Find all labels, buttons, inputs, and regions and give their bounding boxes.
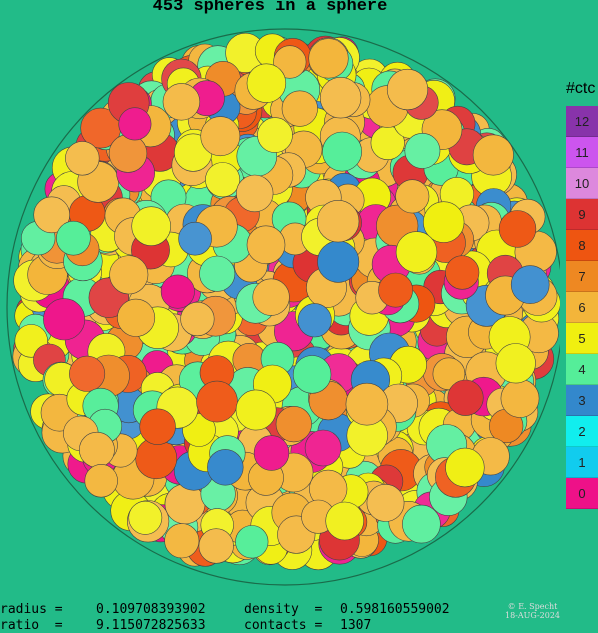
sphere	[84, 464, 118, 498]
sphere	[56, 220, 91, 256]
legend-swatch-7: 7	[566, 261, 598, 292]
sphere	[79, 431, 115, 468]
sphere	[281, 90, 318, 127]
legend-swatch-2: 2	[566, 416, 598, 447]
contacts-label: contacts =	[244, 618, 323, 633]
sphere	[200, 116, 241, 157]
legend-swatch-4: 4	[566, 354, 598, 385]
sphere	[257, 117, 293, 153]
sphere	[500, 378, 540, 418]
credit-author: © E. Specht	[507, 602, 558, 611]
sphere	[273, 45, 307, 79]
ratio-label: ratio =	[0, 618, 63, 633]
sphere	[498, 210, 537, 248]
sphere	[316, 200, 360, 243]
sphere	[246, 225, 286, 265]
sphere	[445, 255, 480, 290]
sphere	[445, 447, 485, 488]
credit-date: 18-AUG-2024	[505, 611, 561, 620]
sphere	[128, 500, 163, 535]
sphere	[236, 174, 274, 213]
legend-swatch-8: 8	[566, 230, 598, 261]
legend-swatch-10: 10	[566, 168, 598, 199]
sphere	[235, 525, 269, 559]
sphere	[162, 83, 201, 121]
container-sphere-outline	[6, 28, 560, 586]
legend-swatch-12: 12	[566, 106, 598, 137]
sphere	[386, 68, 429, 111]
sphere	[252, 278, 290, 316]
sphere	[33, 196, 71, 234]
sphere	[253, 435, 290, 471]
sphere	[131, 206, 171, 246]
packed-spheres	[12, 32, 560, 571]
sphere	[495, 343, 536, 384]
sphere	[325, 501, 365, 541]
sphere	[198, 528, 234, 564]
sphere	[43, 298, 86, 341]
sphere	[317, 240, 360, 283]
sphere	[69, 355, 106, 392]
sphere	[395, 231, 438, 273]
sphere	[117, 298, 156, 337]
radius-value: 0.109708393902	[96, 602, 206, 617]
sphere	[160, 274, 195, 309]
legend-swatch-1: 1	[566, 447, 598, 478]
legend-swatch-6: 6	[566, 292, 598, 323]
sphere	[395, 179, 430, 214]
sphere	[304, 429, 342, 467]
sphere	[180, 301, 215, 337]
sphere	[378, 272, 414, 308]
sphere	[275, 406, 312, 443]
sphere	[322, 131, 363, 172]
sphere	[308, 38, 349, 79]
radius-label: radius =	[0, 602, 63, 617]
legend-swatch-9: 9	[566, 199, 598, 230]
sphere	[404, 132, 441, 169]
legend-swatch-3: 3	[566, 385, 598, 416]
sphere	[292, 355, 332, 394]
legend-heading: #ctc	[566, 80, 596, 97]
sphere	[164, 523, 200, 559]
sphere	[235, 389, 277, 431]
sphere	[402, 504, 441, 544]
sphere	[178, 221, 212, 256]
sphere-packing-diagram	[6, 28, 560, 586]
contacts-value: 1307	[340, 618, 372, 633]
sphere	[65, 141, 100, 176]
sphere	[205, 162, 241, 198]
sphere	[108, 134, 148, 173]
sphere	[510, 265, 550, 304]
sphere	[366, 483, 405, 522]
sphere	[207, 449, 244, 486]
sphere	[472, 134, 514, 176]
sphere	[139, 408, 176, 445]
density-label: density =	[244, 602, 323, 617]
sphere	[319, 76, 362, 119]
sphere	[246, 63, 287, 103]
sphere	[423, 201, 465, 243]
legend-swatch-11: 11	[566, 137, 598, 168]
legend-swatch-5: 5	[566, 323, 598, 354]
sphere	[432, 357, 466, 391]
density-value: 0.598160559002	[340, 602, 450, 617]
sphere	[118, 107, 152, 141]
diagram-title: 453 spheres in a sphere	[152, 0, 388, 16]
sphere	[297, 303, 332, 338]
legend-swatch-0: 0	[566, 478, 598, 509]
credit: © E. Specht 18-AUG-2024	[505, 602, 560, 620]
sphere	[345, 382, 389, 426]
sphere	[196, 380, 238, 423]
sphere	[447, 379, 484, 416]
sphere	[109, 255, 149, 295]
sphere	[199, 255, 236, 292]
ratio-value: 9.115072825633	[96, 618, 206, 633]
